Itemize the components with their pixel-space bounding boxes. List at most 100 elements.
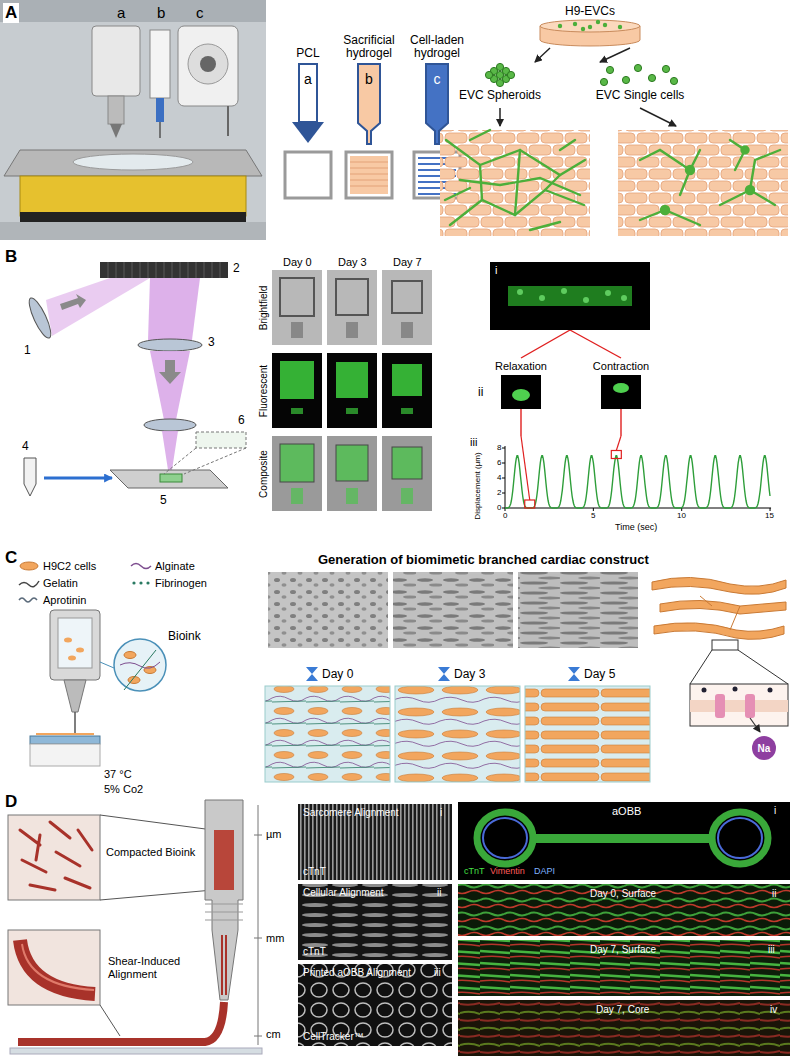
callout-number: 5 <box>160 494 167 508</box>
scale-label: µm <box>266 828 282 841</box>
cell-dot <box>485 71 492 78</box>
row-label: Brightfield <box>258 286 270 330</box>
cell-dot <box>558 24 562 28</box>
node-dish: H9-EVCs <box>535 4 645 48</box>
tick-label: 0 <box>503 511 507 520</box>
state-image <box>601 375 641 409</box>
spheroid-icon <box>455 62 545 88</box>
single-cell-icon <box>590 62 690 88</box>
stain-label: cTnT <box>303 946 326 958</box>
cell-icon <box>20 562 38 570</box>
tick-label: 5 <box>591 511 595 520</box>
callout-number: 2 <box>233 262 240 276</box>
signal-dot <box>583 297 589 303</box>
tick-label: 10 <box>677 511 686 520</box>
nozzle-shape: b <box>336 63 402 145</box>
fluorescence-image <box>490 262 650 330</box>
state-label: Relaxation <box>492 360 550 373</box>
nozzle-letter: b <box>336 71 402 87</box>
image-caption: Day 7, Surface <box>590 944 656 956</box>
node-na: Na <box>752 736 776 760</box>
nozzle-shape: a <box>280 63 336 145</box>
scale-label: cm <box>266 1028 281 1041</box>
dish-label: H9-EVCs <box>535 4 645 18</box>
signal-dot <box>605 290 611 296</box>
node-sph: EVC Spheroids <box>455 62 545 102</box>
stain-label: cTnT <box>303 866 326 878</box>
nozzle-tip <box>292 122 324 143</box>
head-letter: a <box>117 4 125 21</box>
state-label: Contraction <box>586 360 656 373</box>
legend-sample <box>18 560 40 572</box>
state-blob <box>501 375 541 409</box>
component-label: Bioink <box>168 630 201 644</box>
callout-number: 4 <box>22 440 29 454</box>
plot-index: iii <box>470 436 477 448</box>
stain-label: cTnT <box>464 866 485 876</box>
fiber-icon <box>19 598 37 602</box>
connector <box>620 409 621 436</box>
cell-dot <box>634 64 641 71</box>
tissue-band <box>508 286 632 306</box>
cell-dot <box>670 77 677 84</box>
displacement-plot <box>466 436 780 538</box>
cell-dot <box>618 25 622 29</box>
axis-ticks <box>502 448 770 511</box>
panel-letter: D <box>3 792 19 812</box>
connector <box>520 409 521 436</box>
node-sgl: EVC Single cells <box>590 62 690 102</box>
connector <box>535 48 550 62</box>
displacement-trace <box>505 456 770 508</box>
cell-dot <box>600 78 607 85</box>
callout-label: Shear-Induced Alignment <box>108 955 198 980</box>
panel-sub-label: ii <box>478 386 483 400</box>
image-caption: Cellular Alignment <box>303 887 384 899</box>
stain-label: CellTracker™ <box>303 1031 364 1043</box>
signal-dot <box>539 295 545 301</box>
column-label: Day 7 <box>393 256 422 269</box>
column-label: Day 3 <box>338 256 367 269</box>
nozzle-label: Sacrificial hydrogel <box>336 34 402 60</box>
fiber-icon <box>131 564 151 569</box>
cell-dot <box>596 20 600 24</box>
image-index: iii <box>434 967 441 979</box>
axis-title: Displacement (μm) <box>473 452 482 519</box>
image-caption: aOBB <box>612 805 641 818</box>
stain-label: DAPI <box>534 866 555 876</box>
column-label: Day 0 <box>283 256 312 269</box>
nozzle-letter: a <box>280 71 336 87</box>
tissue-blob <box>613 383 629 393</box>
tick-label: 0 <box>497 503 501 512</box>
panel-letter: B <box>3 247 19 267</box>
tick-label: 15 <box>765 511 774 520</box>
image-caption: Sarcomere Alignment <box>303 807 399 819</box>
cell-dot <box>496 63 503 70</box>
row-label: Composite <box>258 450 270 498</box>
node-small: Contraction <box>586 358 656 409</box>
node-noz: Cell-laden hydrogelc <box>404 30 470 145</box>
tick-label: 2 <box>497 488 501 497</box>
legend-label: Aprotinin <box>43 594 86 606</box>
legend-label: Alginate <box>155 560 195 572</box>
stain-label: Vimentin <box>490 866 525 876</box>
culture-dish <box>535 18 645 48</box>
callout-label: Compacted Bioink <box>106 846 195 859</box>
nozzle-heading: Cell-laden hydrogel <box>404 30 470 60</box>
legend-item: Gelatin <box>18 577 78 589</box>
state-blob <box>601 375 641 409</box>
head-letter: c <box>196 4 204 21</box>
tick-label: 6 <box>497 458 501 467</box>
ion-label: Na <box>758 743 771 754</box>
cell-dot <box>606 66 613 73</box>
legend-label: Gelatin <box>43 577 78 589</box>
connector <box>570 330 621 358</box>
node-small: Relaxation <box>492 358 550 409</box>
cell-dot <box>588 25 592 29</box>
legend-sample <box>130 577 152 589</box>
image-index: ii <box>437 887 441 899</box>
connector <box>521 330 570 358</box>
cell-label: EVC Single cells <box>590 88 690 102</box>
